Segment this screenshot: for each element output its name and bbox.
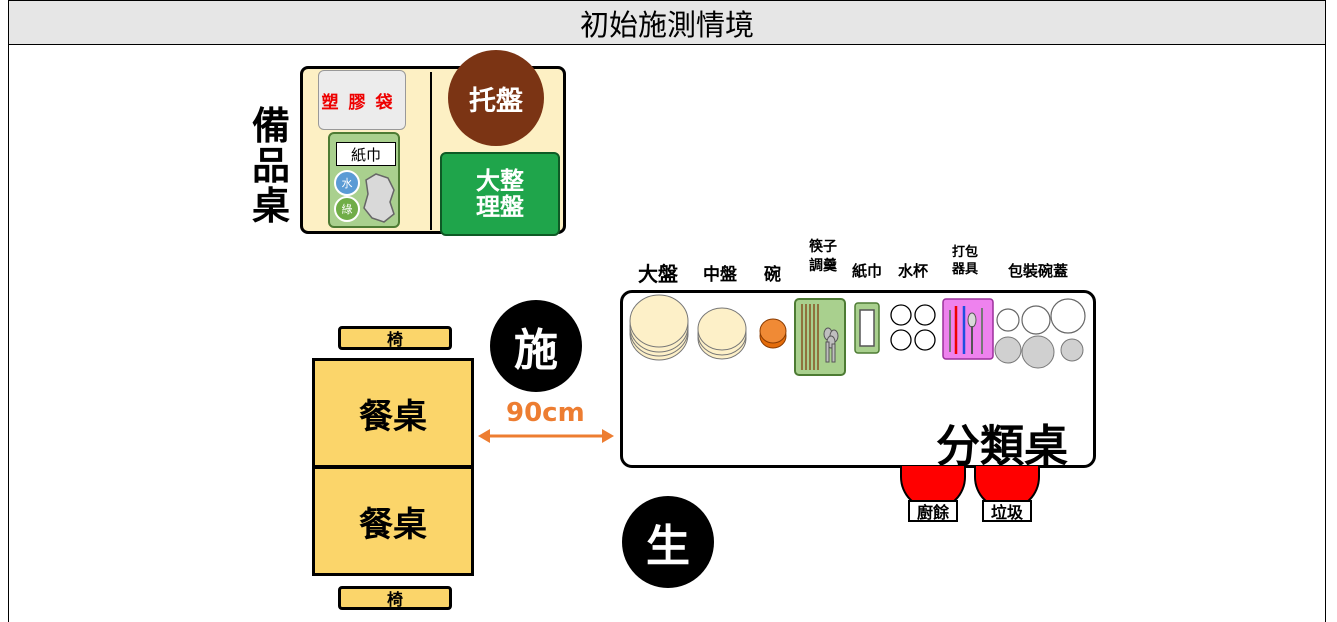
green-cup-icon: 綠: [334, 196, 360, 222]
sorting-table-label: 分類桌: [936, 421, 1068, 472]
header-takeout: 打包器具: [951, 245, 978, 277]
bowl-lids-icon: [994, 298, 1086, 369]
supply-table-label: 備品桌: [251, 104, 290, 228]
chair-top-label: 椅: [386, 330, 403, 349]
plastic-bag-box: 塑膠袋: [318, 70, 406, 130]
student-marker-label: 生: [646, 521, 690, 572]
tester-marker: 施: [490, 300, 582, 392]
header-bowl-lid: 包裝碗蓋: [1008, 262, 1069, 280]
chopsticks-tray-icon: [794, 298, 846, 376]
dining-table-2-label: 餐桌: [359, 504, 427, 545]
trash-label: 垃圾: [982, 500, 1032, 522]
distance-label: 90cm: [506, 398, 585, 428]
water-cup-icon: 水: [334, 170, 360, 196]
tissue-text: 紙巾: [350, 145, 381, 164]
header-mid-plate: 中盤: [703, 265, 737, 285]
chair-top: 椅: [338, 326, 452, 350]
tissue-holder-icon: [854, 302, 880, 354]
takeout-utensils-icon: [942, 298, 994, 360]
water-cup-text: 水: [341, 177, 353, 190]
trash-text: 垃圾: [990, 503, 1023, 522]
water-cups-icon: [890, 304, 936, 351]
big-tray: 大整理盤: [440, 152, 560, 236]
big-plate-stack-icon: [629, 294, 689, 361]
chair-bottom: 椅: [338, 586, 452, 610]
mid-plate-stack-icon: [697, 307, 747, 360]
dining-table-2: 餐桌: [312, 466, 474, 576]
tester-marker-label: 施: [514, 325, 558, 376]
page-title: 初始施測情境: [8, 0, 1326, 45]
dining-table-1: 餐桌: [312, 358, 474, 468]
big-tray-label: 大整理盤: [476, 167, 524, 221]
plastic-bag-label: 塑膠袋: [321, 92, 403, 113]
header-big-plate: 大盤: [638, 262, 678, 286]
tissue-pile-icon: [363, 173, 395, 223]
dining-table-1-label: 餐桌: [359, 396, 427, 437]
student-marker: 生: [622, 496, 714, 588]
header-water-cup: 水杯: [898, 262, 929, 280]
green-cup-text: 綠: [341, 203, 353, 216]
supply-table-divider: [430, 72, 432, 230]
header-tissue: 紙巾: [852, 262, 883, 280]
kitchen-waste-text: 廚餘: [916, 503, 949, 522]
header-bowl: 碗: [764, 265, 781, 285]
tray-label: 托盤: [469, 85, 523, 117]
tray-circle: 托盤: [448, 50, 544, 146]
kitchen-waste-label: 廚餘: [908, 500, 958, 522]
bowl-stack-icon: [759, 318, 787, 349]
tissue-label: 紙巾: [336, 142, 396, 166]
distance-arrow-icon: [478, 429, 614, 443]
header-chopsticks: 筷子調羹: [809, 239, 837, 274]
chair-bottom-label: 椅: [386, 590, 403, 609]
